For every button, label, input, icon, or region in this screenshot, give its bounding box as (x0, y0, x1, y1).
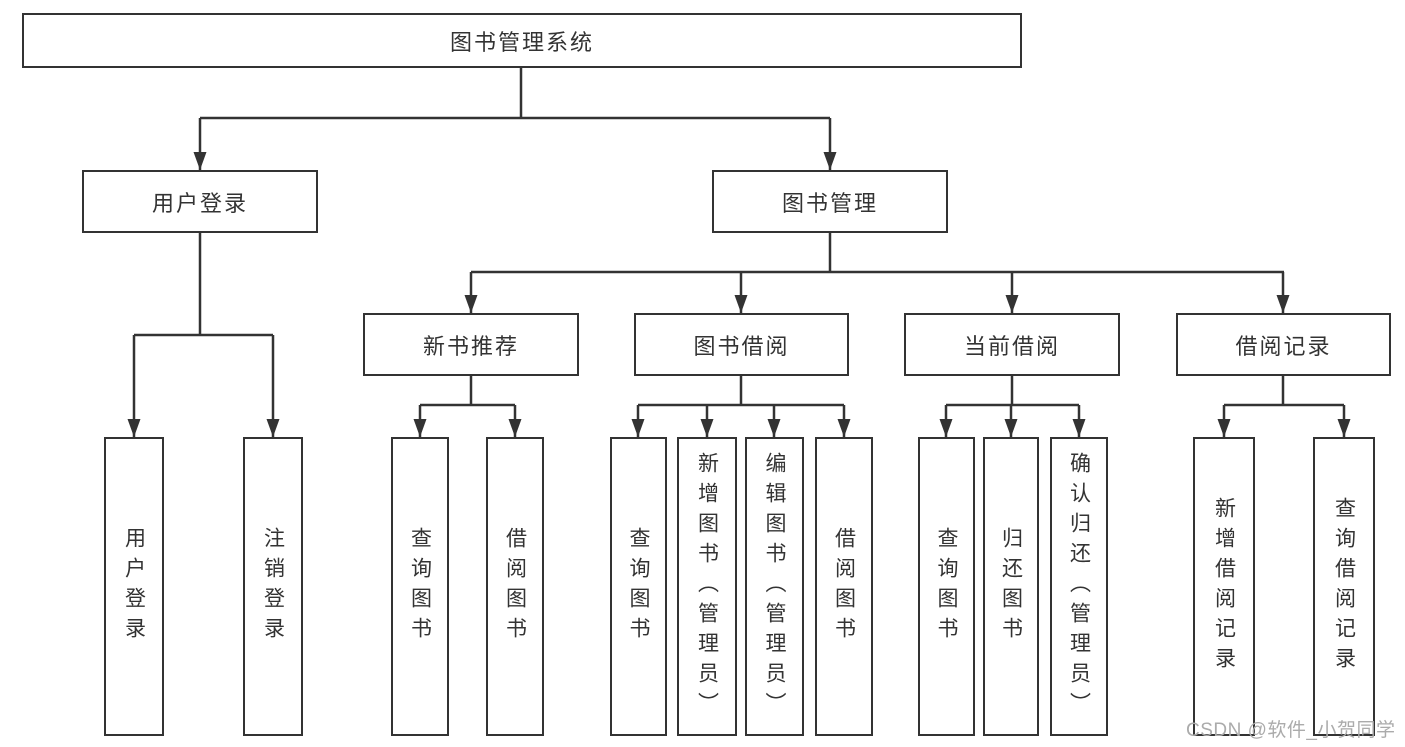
connector-user-login (132, 233, 275, 437)
node-book-management: 图书管理 (712, 170, 948, 233)
node-current-borrowing: 当前借阅 (904, 313, 1120, 376)
leaf-bb-query-books: 查询图书 (610, 437, 667, 736)
node-book-borrowing-label: 图书借阅 (693, 333, 790, 359)
leaf-logout-label: 注销登录 (261, 526, 285, 647)
leaf-cb-return-books: 归还图书 (983, 437, 1039, 736)
node-borrowing-records-label: 借阅记录 (1235, 333, 1332, 359)
node-root: 图书管理系统 (22, 13, 1022, 68)
arrowhead-icon (823, 152, 837, 170)
leaf-br-add-record-label: 新增借阅记录 (1212, 496, 1236, 677)
connector-new-book-recommend (418, 376, 517, 437)
leaf-rec-borrow-books: 借阅图书 (486, 437, 544, 736)
arrowhead-icon (1337, 419, 1351, 437)
leaf-bb-edit-books-admin-label: 编辑图书（管理员） (763, 451, 786, 722)
leaf-cb-query-books-label: 查询图书 (935, 526, 958, 647)
leaf-cb-query-books: 查询图书 (918, 437, 975, 736)
leaf-user-login-label: 用户登录 (122, 526, 146, 647)
arrowhead-icon (1072, 419, 1086, 437)
arrowhead-icon (1276, 295, 1290, 313)
leaf-br-add-record: 新增借阅记录 (1193, 437, 1255, 736)
leaf-cb-confirm-return-admin-label: 确认归还（管理员） (1067, 451, 1091, 722)
node-root-label: 图书管理系统 (449, 29, 594, 55)
arrowhead-icons (127, 152, 1351, 437)
arrowhead-icon (1005, 295, 1019, 313)
node-book-borrowing: 图书借阅 (634, 313, 849, 376)
leaf-rec-borrow-books-label: 借阅图书 (503, 526, 527, 647)
leaf-user-login: 用户登录 (104, 437, 164, 736)
arrowhead-icon (767, 419, 781, 437)
arrowhead-icon (193, 152, 207, 170)
leaf-bb-edit-books-admin: 编辑图书（管理员） (745, 437, 804, 736)
connector-root (198, 68, 832, 170)
arrowhead-icon (127, 419, 141, 437)
connector-borrowing-records (1222, 376, 1346, 437)
node-borrowing-records: 借阅记录 (1176, 313, 1391, 376)
leaf-cb-return-books-label: 归还图书 (999, 526, 1023, 647)
leaf-rec-query-books: 查询图书 (391, 437, 449, 736)
leaf-rec-query-books-label: 查询图书 (408, 526, 432, 647)
arrowhead-icon (939, 419, 953, 437)
connector-lines (132, 68, 1346, 437)
arrowhead-icon (464, 295, 478, 313)
leaf-br-query-record-label: 查询借阅记录 (1332, 496, 1356, 677)
csdn-watermark: CSDN @软件_小贺同学 (1186, 720, 1396, 741)
leaf-cb-confirm-return-admin: 确认归还（管理员） (1050, 437, 1108, 736)
arrowhead-icon (1004, 419, 1018, 437)
node-current-borrowing-label: 当前借阅 (963, 333, 1060, 359)
arrowhead-icon (700, 419, 714, 437)
arrowhead-icon (837, 419, 851, 437)
arrowhead-icon (1217, 419, 1231, 437)
node-user-login-label: 用户登录 (151, 190, 248, 216)
arrowhead-icon (413, 419, 427, 437)
leaf-bb-add-books-admin-label: 新增图书（管理员） (695, 451, 719, 722)
leaf-bb-add-books-admin: 新增图书（管理员） (677, 437, 737, 736)
arrowhead-icon (631, 419, 645, 437)
arrowhead-icon (266, 419, 280, 437)
arrowhead-icon (734, 295, 748, 313)
node-new-book-recommend-label: 新书推荐 (422, 333, 519, 359)
arrowhead-icon (508, 419, 522, 437)
leaf-br-query-record: 查询借阅记录 (1313, 437, 1375, 736)
leaf-bb-borrow-books: 借阅图书 (815, 437, 873, 736)
leaf-logout: 注销登录 (243, 437, 303, 736)
leaf-bb-query-books-label: 查询图书 (627, 526, 650, 647)
node-new-book-recommend: 新书推荐 (363, 313, 579, 376)
connector-book-management (469, 233, 1285, 313)
connector-book-borrowing (636, 376, 846, 437)
node-book-management-label: 图书管理 (781, 190, 878, 216)
leaf-bb-borrow-books-label: 借阅图书 (832, 526, 856, 647)
node-user-login: 用户登录 (82, 170, 318, 233)
